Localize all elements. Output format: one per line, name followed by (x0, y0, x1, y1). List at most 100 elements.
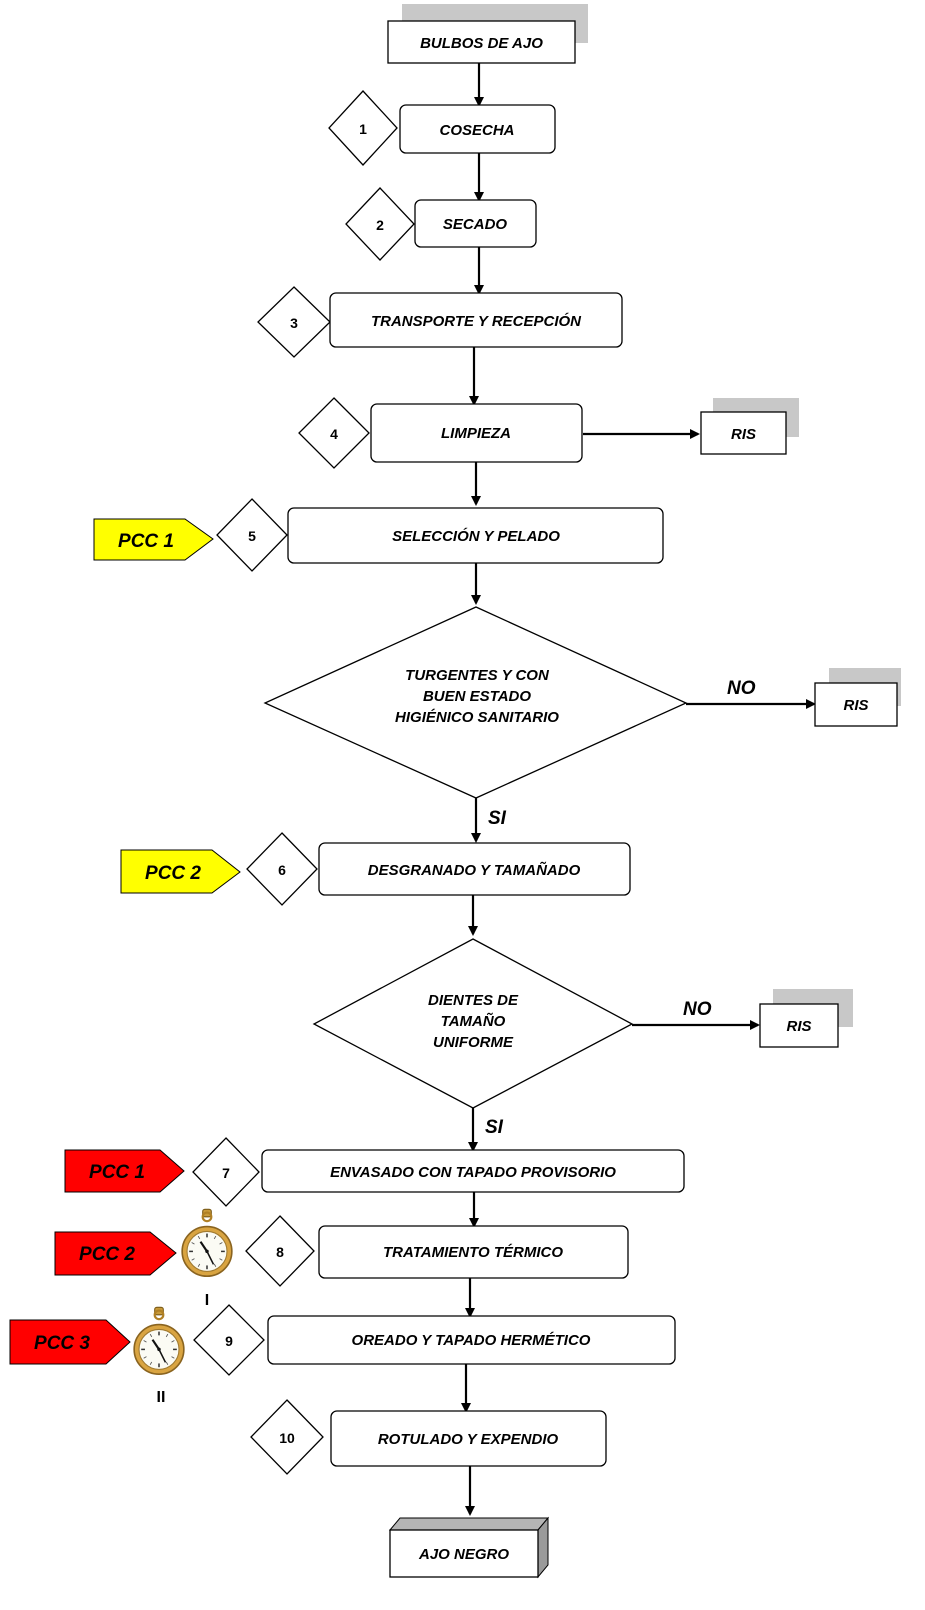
end-node: AJO NEGRO (388, 1516, 550, 1579)
step-number-diamond (257, 286, 331, 358)
step-number-diamond (250, 1399, 324, 1475)
step-box (329, 292, 623, 348)
reject-1: RIS (700, 398, 799, 455)
step-label: TRATAMIENTO TÉRMICO (383, 1244, 563, 1261)
pcc-shape (64, 1149, 185, 1193)
step-number: 10 (279, 1430, 295, 1446)
step-label: ROTULADO Y EXPENDIO (378, 1431, 559, 1448)
reject-label: RIS (731, 426, 756, 443)
step-7: 7 ENVASADO CON TAPADO PROVISORIO (192, 1137, 685, 1207)
step-number-diamond (216, 498, 288, 572)
step-number-diamond (345, 187, 415, 261)
step-3: 3 TRANSPORTE Y RECEPCIÓN (257, 286, 623, 358)
end-box (389, 1529, 539, 1578)
stopwatch-icon (181, 1208, 233, 1278)
step-label: ENVASADO CON TAPADO PROVISORIO (330, 1164, 616, 1181)
step-box (318, 842, 631, 896)
step-number-diamond (245, 1215, 315, 1287)
pcc-label: PCC 1 (118, 531, 174, 552)
pcc-tag-2: PCC 2 (120, 849, 241, 894)
connectors (461, 63, 816, 1516)
decision-line: BUEN ESTADO (423, 688, 531, 705)
decision-line: TURGENTES Y CON (405, 667, 550, 684)
step-label: SELECCIÓN Y PELADO (392, 527, 560, 545)
decision-line: HIGIÉNICO SANITARIO (395, 709, 559, 726)
pcc-tag-1: PCC 1 (93, 518, 214, 561)
step-number-diamond (328, 90, 398, 166)
decision-line: UNIFORME (433, 1034, 514, 1051)
step-4: 4 LIMPIEZA (298, 397, 583, 469)
reject-3: RIS (759, 989, 853, 1048)
reject-2: RIS (814, 668, 901, 727)
reject-label: RIS (786, 1018, 811, 1035)
pcc-shape (93, 518, 214, 561)
start-label: BULBOS DE AJO (420, 35, 543, 52)
pcc-tag-3: PCC 1 (64, 1149, 185, 1193)
start-node: BULBOS DE AJO (387, 4, 588, 64)
process-steps: 1 COSECHA 2 SECADO 3 TRANSPORTE Y RECEPC… (192, 90, 685, 1475)
step-label: SECADO (443, 216, 508, 233)
pcc-label: PCC 1 (89, 1162, 145, 1183)
step-label: OREADO Y TAPADO HERMÉTICO (352, 1332, 591, 1349)
step-10: 10 ROTULADO Y EXPENDIO (250, 1399, 607, 1475)
step-number: 5 (248, 528, 256, 544)
step-box (370, 403, 583, 463)
step-9: 9 OREADO Y TAPADO HERMÉTICO (193, 1304, 676, 1376)
pcc-shape (120, 849, 241, 894)
pcc-label: PCC 2 (145, 863, 201, 884)
decision-diamond (263, 606, 688, 799)
pcc-label: PCC 3 (34, 1333, 90, 1354)
step-label: LIMPIEZA (441, 425, 511, 442)
step-number: 4 (330, 426, 338, 442)
step-8: 8 TRATAMIENTO TÉRMICO (245, 1215, 629, 1287)
step-box (267, 1315, 676, 1365)
step-label: TRANSPORTE Y RECEPCIÓN (371, 312, 582, 330)
timer-label: I (205, 1292, 209, 1309)
step-box (330, 1410, 607, 1467)
reject-label: RIS (843, 697, 868, 714)
timer-label: II (157, 1389, 166, 1406)
step-box (261, 1149, 685, 1193)
step-number: 3 (290, 315, 298, 331)
reject-box (814, 682, 898, 727)
reject-box (700, 411, 787, 455)
pcc-tag-5: PCC 3 (9, 1319, 131, 1365)
timer-2: II (133, 1306, 185, 1406)
step-5: 5 SELECCIÓN Y PELADO (216, 498, 664, 572)
step-number: 7 (222, 1165, 230, 1181)
step-6: 6 DESGRANADO Y TAMAÑADO (246, 832, 631, 906)
step-label: COSECHA (439, 122, 514, 139)
step-box (414, 199, 537, 248)
step-2: 2 SECADO (345, 187, 537, 261)
reject-box (759, 1003, 839, 1048)
pcc-tag-4: PCC 2 (54, 1231, 177, 1276)
step-number-diamond (246, 832, 318, 906)
start-box (387, 20, 576, 64)
pcc-shape (54, 1231, 177, 1276)
step-number: 1 (359, 121, 367, 137)
decision-line: DIENTES DE (428, 992, 519, 1009)
yes-label-2: SI (485, 1117, 504, 1138)
decision-line: TAMAÑO (441, 1012, 506, 1030)
decision-diamond (312, 938, 634, 1109)
no-label-1: NO (727, 678, 756, 699)
timer-1: I (181, 1208, 233, 1309)
step-number-diamond (298, 397, 370, 469)
step-1: 1 COSECHA (328, 90, 556, 166)
decision-2: DIENTES DE TAMAÑO UNIFORME (312, 938, 634, 1109)
decision-1: TURGENTES Y CON BUEN ESTADO HIGIÉNICO SA… (263, 606, 688, 799)
step-number: 6 (278, 862, 286, 878)
step-number: 8 (276, 1244, 284, 1260)
yes-label-1: SI (488, 808, 507, 829)
step-label: DESGRANADO Y TAMAÑADO (368, 861, 581, 879)
step-number-diamond (192, 1137, 260, 1207)
end-top-face (388, 1517, 550, 1531)
step-number: 2 (376, 217, 384, 233)
step-box (318, 1225, 629, 1279)
pcc-shape (9, 1319, 131, 1365)
pcc-label: PCC 2 (79, 1244, 135, 1265)
step-number-diamond (193, 1304, 265, 1376)
stopwatch-icon (133, 1306, 185, 1376)
step-number: 9 (225, 1333, 233, 1349)
